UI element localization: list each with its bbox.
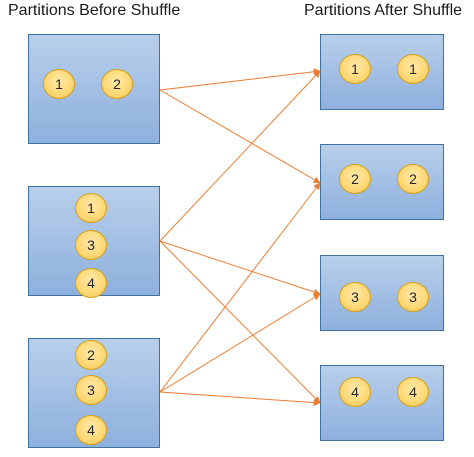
record-chip: 3	[75, 230, 107, 260]
record-chip: 3	[397, 282, 429, 312]
partition-after-4: 4 4	[320, 365, 444, 441]
arrow-before3-to-after3	[159, 293, 321, 393]
arrow-before2-to-after3	[159, 240, 321, 296]
partition-after-1: 1 1	[320, 34, 444, 110]
partition-before-2: 1 3 4	[28, 186, 160, 298]
arrow-before2-to-after1	[159, 70, 321, 242]
record-chip: 4	[75, 415, 107, 445]
record-chip: 4	[397, 377, 429, 407]
record-chip: 2	[397, 164, 429, 194]
partition-after-2: 2 2	[320, 144, 444, 220]
record-chip: 2	[75, 340, 107, 370]
partition-before-3: 2 3 4	[28, 338, 160, 448]
record-chip: 2	[339, 164, 371, 194]
arrow-before3-to-after2	[159, 182, 321, 393]
arrow-before3-to-after4	[159, 391, 321, 407]
partition-after-3: 3 3	[320, 255, 444, 331]
arrow-before1-to-after1	[159, 68, 321, 91]
record-chip: 4	[339, 377, 371, 407]
record-chip: 2	[101, 69, 133, 99]
record-chip: 1	[75, 193, 107, 223]
arrow-before1-to-after2	[159, 89, 321, 184]
title-before-shuffle: Partitions Before Shuffle	[8, 2, 181, 19]
record-chip: 4	[75, 268, 107, 298]
record-chip: 3	[75, 375, 107, 405]
record-chip: 1	[43, 69, 75, 99]
partition-before-1: 1 2	[28, 34, 160, 144]
title-after-shuffle: Partitions After Shuffle	[304, 2, 463, 19]
record-chip: 3	[339, 282, 371, 312]
arrow-before2-to-after4	[159, 240, 321, 404]
record-chip: 1	[339, 54, 371, 84]
record-chip: 1	[397, 54, 429, 84]
